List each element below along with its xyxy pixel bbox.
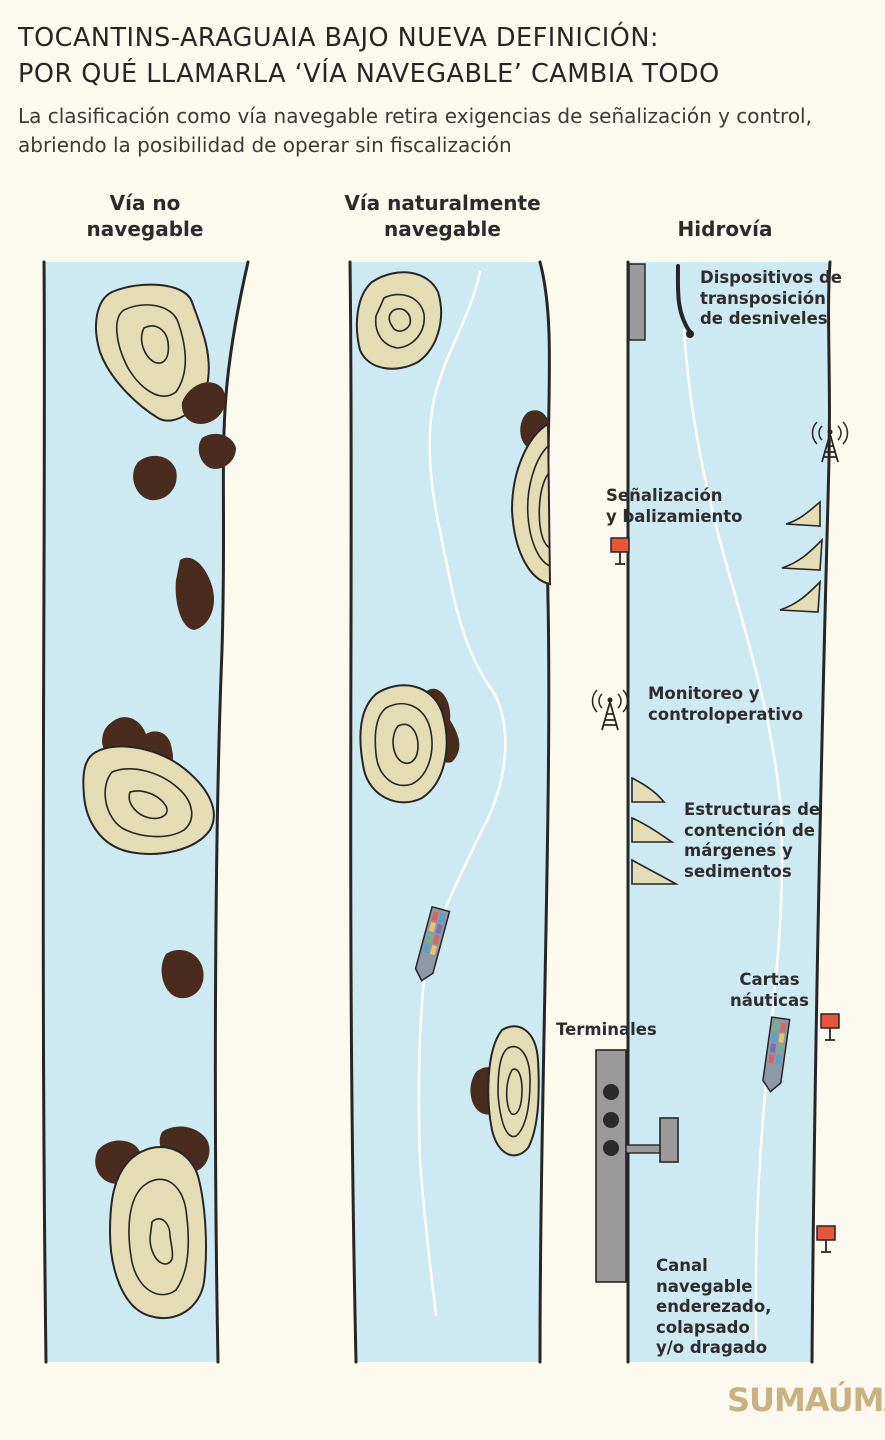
column-heading-naturally-navigable: Vía naturalmente navegable <box>344 191 541 241</box>
lock-gate-arm <box>675 264 692 334</box>
signal-marker-icon <box>816 1225 836 1253</box>
rock <box>175 557 214 630</box>
label-canal: Canal navegable enderezado, colapsado y/… <box>656 1256 772 1357</box>
sandbar <box>82 745 215 855</box>
rock <box>198 433 236 469</box>
rock <box>181 382 226 424</box>
river-bank-right <box>810 260 832 1364</box>
label-terminales: Terminales <box>556 1020 657 1039</box>
margin-structure <box>631 776 666 803</box>
margin-structure <box>779 579 821 613</box>
navigation-channel-line <box>682 328 784 1342</box>
sandbar <box>510 422 552 586</box>
signal-marker-icon <box>610 537 630 565</box>
signal-marker-icon <box>820 1013 840 1041</box>
page-subtitle: La clasificación como vía navegable reti… <box>18 104 812 157</box>
river-bank-right <box>538 260 551 1364</box>
label-estructuras: Estructuras de contención de márgenes y … <box>684 800 821 881</box>
barge-icon <box>414 905 451 982</box>
label-cartas: Cartas náuticas <box>730 970 809 1010</box>
sandbar <box>487 1025 540 1157</box>
label-senalizacion: Señalización y balizamiento <box>606 486 743 526</box>
river-bank-left <box>348 260 358 1364</box>
barge-icon <box>762 1016 791 1093</box>
sandbar <box>355 271 442 370</box>
rock <box>161 950 204 999</box>
margin-structure <box>631 816 675 843</box>
column-heading-non-navigable: Vía no navegable <box>86 191 204 241</box>
margin-structure <box>781 537 823 571</box>
label-dispositivos: Dispositivos de transposición de desnive… <box>700 268 842 328</box>
river-water <box>350 262 550 1362</box>
column-heading-hidrovia: Hidrovía <box>677 217 773 241</box>
river-water <box>628 262 830 1362</box>
sandbar <box>108 1146 207 1320</box>
rock <box>133 455 177 501</box>
river-bank-right <box>213 260 250 1364</box>
title-line-1: TOCANTINS-ARAGUAIA BAJO NUEVA DEFINICIÓN… <box>18 23 659 53</box>
antenna-tower-icon <box>591 689 629 731</box>
title-line-2: POR QUÉ LLAMARLA ‘VÍA NAVEGABLE’ CAMBIA … <box>18 59 720 89</box>
margin-structure <box>785 500 821 527</box>
sandbar <box>359 684 448 804</box>
terminal-icon <box>595 1049 679 1283</box>
page-title: TOCANTINS-ARAGUAIA BAJO NUEVA DEFINICIÓN… <box>18 20 878 92</box>
river-naturally-navigable <box>348 260 552 1364</box>
antenna-tower-icon <box>811 421 849 463</box>
river-bank-left <box>41 260 48 1364</box>
river-non-navigable <box>41 260 250 1364</box>
brand-logo: SUMAÚMA <box>727 1381 885 1419</box>
lock-gate-icon <box>628 263 646 341</box>
margin-structure <box>631 858 680 885</box>
label-monitoreo: Monitoreo y controloperativo <box>648 684 804 724</box>
river-hidrovia <box>591 260 849 1364</box>
navigation-channel-line <box>417 270 507 1317</box>
